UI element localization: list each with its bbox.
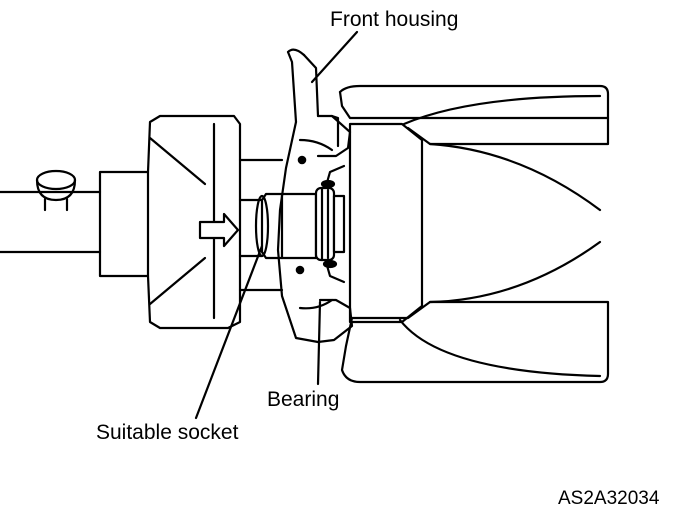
front-housing: [278, 50, 352, 342]
bearing-label: Bearing: [267, 388, 340, 411]
figure-code: AS2A32034: [558, 488, 660, 509]
holding-fixture: [340, 86, 608, 382]
bearing: [316, 166, 344, 282]
front-housing-leader: [312, 32, 357, 82]
press-ram: [0, 171, 148, 276]
press-direction-arrow: [200, 214, 238, 246]
suitable-socket: [256, 194, 316, 258]
front-housing-label: Front housing: [330, 8, 459, 31]
suitable-socket-label: Suitable socket: [96, 421, 239, 444]
bearing-leader: [318, 302, 320, 384]
socket-leader: [196, 246, 262, 418]
